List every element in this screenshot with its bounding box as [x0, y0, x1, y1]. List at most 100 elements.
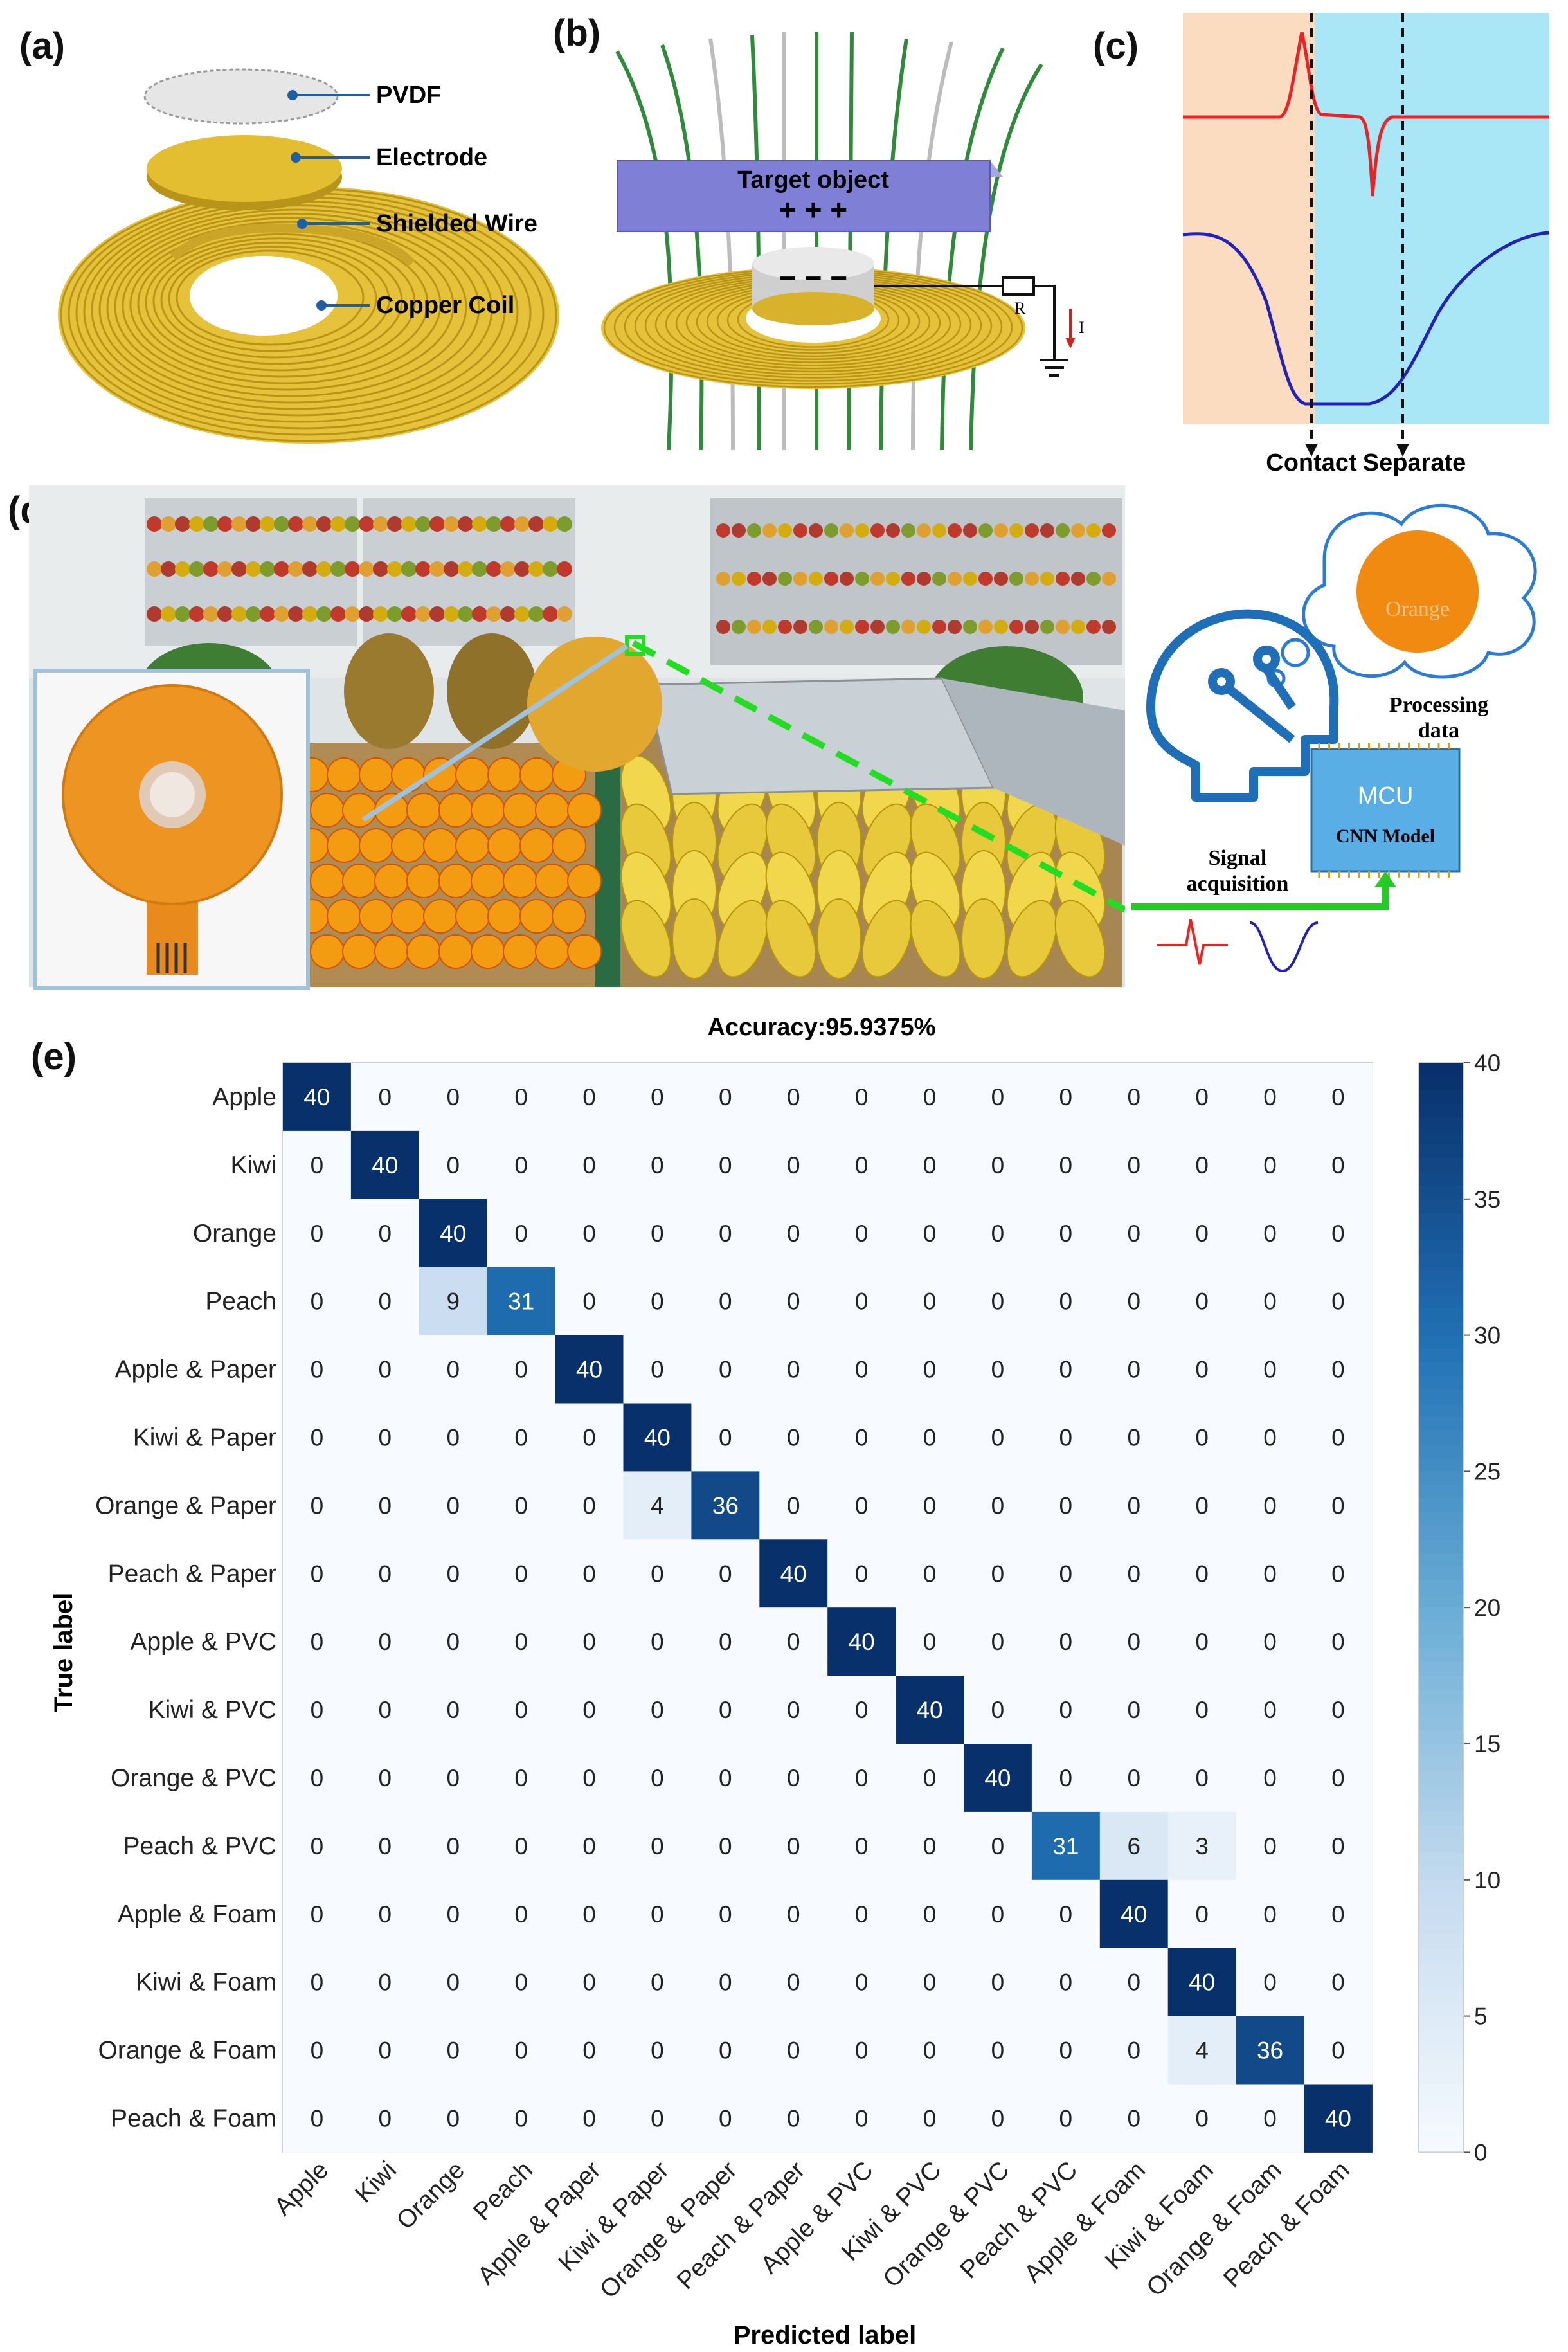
matrix-cell: [691, 1403, 760, 1472]
matrix-value: 0: [719, 1084, 732, 1110]
matrix-value: 0: [651, 1152, 664, 1179]
matrix-cell: [555, 1811, 624, 1881]
matrix-value: 0: [923, 1084, 937, 1110]
matrix-cell: [350, 1471, 420, 1540]
matrix-value: 0: [1059, 1969, 1073, 1996]
matrix-cell: [759, 1744, 828, 1813]
matrix-cell: [487, 1130, 556, 1200]
matrix-cell: [283, 1676, 352, 1744]
matrix-value: 0: [1195, 1289, 1209, 1315]
matrix-cell: [827, 1403, 896, 1472]
matrix-value: 0: [514, 1220, 528, 1247]
matrix-value: 0: [311, 1833, 324, 1859]
matrix-value: 6: [1127, 1833, 1140, 1859]
matrix-cell: [1099, 1948, 1169, 2017]
matrix-cell: [1099, 1471, 1169, 1540]
matrix-cell: [623, 2016, 692, 2085]
matrix-cell: [759, 1403, 828, 1472]
matrix-cell: [1304, 1811, 1373, 1881]
matrix-value: 0: [446, 1492, 460, 1519]
matrix-cell: [1099, 1267, 1169, 1336]
matrix-cell: [1236, 1811, 1304, 1881]
matrix-value: 0: [923, 1765, 937, 1791]
matrix-value: 0: [514, 1084, 528, 1110]
matrix-value: 0: [379, 1560, 392, 1587]
matrix-value: 0: [651, 1357, 664, 1383]
matrix-value: 0: [311, 1969, 324, 1996]
matrix-value: 0: [446, 1969, 460, 1996]
matrix-cell: [555, 1948, 624, 2017]
matrix-value: 0: [1195, 1697, 1209, 1723]
matrix-value: 40: [780, 1560, 807, 1587]
matrix-value: 0: [582, 1289, 596, 1315]
matrix-cell: [1031, 1811, 1101, 1881]
matrix-value: 0: [787, 1357, 800, 1383]
matrix-value: 4: [651, 1492, 664, 1519]
matrix-cell: [1099, 1403, 1169, 1472]
matrix-cell: [1031, 1744, 1101, 1813]
matrix-value: 0: [1059, 2105, 1073, 2131]
matrix-value: 40: [644, 1424, 671, 1451]
produce-rows: [147, 516, 1116, 634]
matrix-value: 0: [446, 2105, 460, 2131]
matrix-cell: [1099, 1811, 1169, 1881]
x-tick-label: Orange: [392, 2156, 470, 2234]
matrix-value: 0: [651, 1697, 664, 1723]
matrix-cell: [350, 1879, 420, 1949]
matrix-value: 0: [923, 1357, 937, 1383]
matrix-cell: [350, 1948, 420, 2017]
contact-label: Contact: [1266, 449, 1357, 476]
matrix-cell: [896, 1403, 964, 1472]
matrix-value: 0: [1127, 1492, 1140, 1519]
matrix-cell: [964, 1607, 1032, 1676]
matrix-cell: [350, 1539, 420, 1608]
matrix-value: 0: [1195, 1220, 1209, 1247]
matrix-value: 0: [1195, 1424, 1209, 1451]
matrix-cell: [487, 1199, 556, 1268]
matrix-value: 0: [1263, 1833, 1277, 1859]
matrix-value: 0: [311, 1765, 324, 1791]
matrix-cell: [623, 1948, 692, 2017]
matrix-value: 0: [582, 1697, 596, 1723]
matrix-cell: [1167, 1539, 1237, 1608]
matrix-value: 0: [991, 1901, 1005, 1928]
matrix-value: 0: [855, 2105, 869, 2131]
matrix-value: 0: [1331, 1289, 1345, 1315]
matrix-value: 0: [651, 1901, 664, 1928]
matrix-cell: [283, 1267, 352, 1336]
matrix-cell: [1236, 1676, 1304, 1744]
matrix-value: 36: [1257, 2038, 1283, 2064]
colorbar-tick-label: 35: [1474, 1186, 1500, 1213]
matrix-cell: [827, 1539, 896, 1608]
matrix-cell: [350, 1335, 420, 1404]
matrix-cell: [623, 1811, 692, 1881]
matrix-cell: [350, 1607, 420, 1676]
matrix-value: 0: [582, 1424, 596, 1451]
matrix-value: 0: [719, 1289, 732, 1315]
matrix-cell: [759, 1539, 828, 1608]
matrix-value: 40: [849, 1629, 875, 1655]
matrix-cell: [1031, 1063, 1101, 1132]
matrix-cell: [555, 1063, 624, 1132]
matrix-value: 0: [855, 1289, 869, 1315]
matrix-value: 0: [1195, 1560, 1209, 1587]
colorbar-tick-label: 15: [1474, 1731, 1500, 1757]
matrix-value: 0: [651, 2038, 664, 2064]
matrix-cell: [623, 1879, 692, 1949]
matrix-value: 0: [651, 1560, 664, 1587]
matrix-cell: [283, 2084, 352, 2153]
colorbar-tick-label: 40: [1474, 1050, 1500, 1076]
matrix-value: 0: [1195, 1765, 1209, 1791]
matrix-value: 0: [855, 1220, 869, 1247]
matrix-value: 0: [923, 1492, 937, 1519]
matrix-cell: [555, 1744, 624, 1813]
processing-label-line1: Processing: [1389, 693, 1488, 717]
matrix-cell: [283, 1607, 352, 1676]
shielded-wire: [170, 223, 415, 267]
matrix-value: 0: [923, 1901, 937, 1928]
electrode-disc: [147, 135, 342, 210]
matrix-cell: [896, 1063, 964, 1132]
matrix-value: 0: [1127, 1152, 1140, 1179]
matrix-cell: [1304, 1130, 1373, 1200]
label-electrode: Electrode: [376, 144, 487, 171]
